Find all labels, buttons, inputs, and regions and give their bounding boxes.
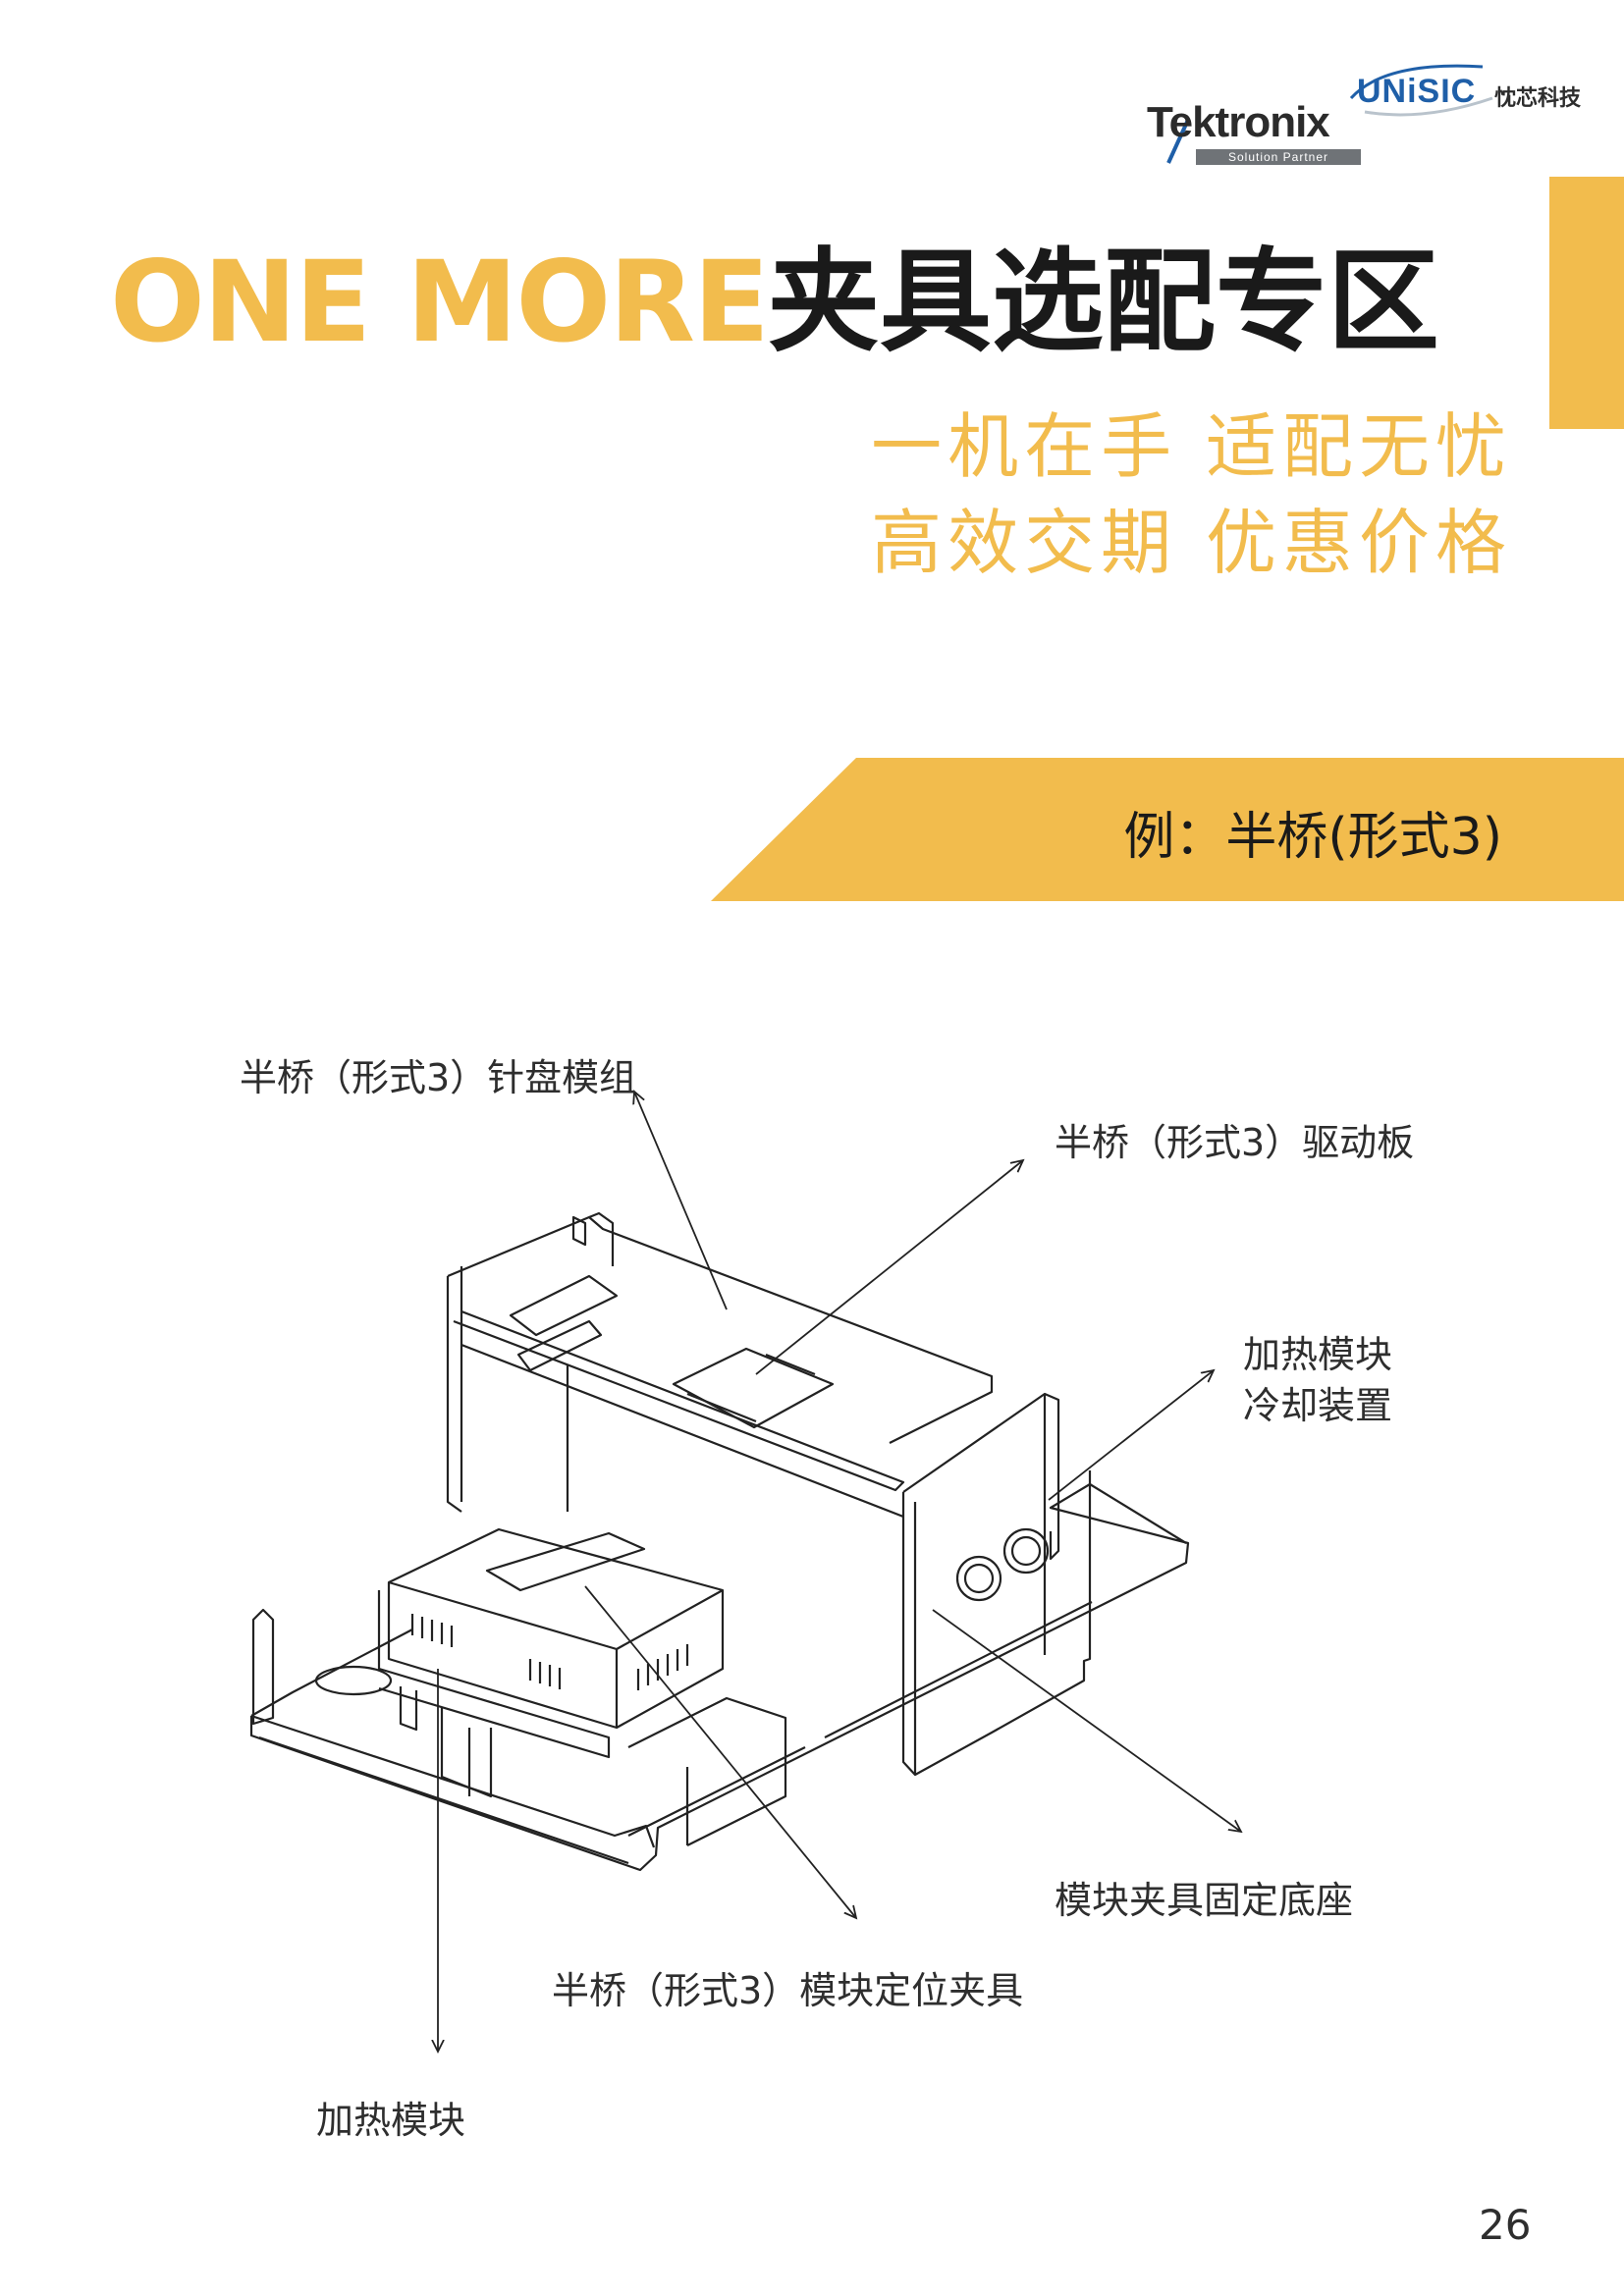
unisic-chinese-name: 忱芯科技 bbox=[1494, 86, 1582, 111]
page-title: ONE MORE夹具选配专区 bbox=[110, 234, 1439, 371]
tektronix-logo: Tektronix Solution Partner bbox=[1147, 98, 1402, 172]
unisic-logo: UNiSIC 忱芯科技 bbox=[1345, 59, 1600, 118]
banner-text: 例：半桥(形式3) bbox=[1123, 808, 1502, 867]
page-number: 26 bbox=[1479, 2201, 1532, 2249]
callout-heating-module-line1: 加热模块 bbox=[1243, 1333, 1393, 1376]
unisic-arc-icon bbox=[1349, 64, 1493, 117]
solution-partner-tag: Solution Partner bbox=[1196, 149, 1361, 165]
callout-cooling-device: 冷却装置 bbox=[1243, 1384, 1393, 1427]
slogan-line-1: 一机在手 适配无忧 bbox=[871, 405, 1512, 488]
slogan-line-2: 高效交期 优惠价格 bbox=[871, 502, 1512, 584]
fixture-line-art bbox=[249, 1211, 1190, 1872]
title-chinese: 夹具选配专区 bbox=[767, 237, 1439, 367]
callout-arrows bbox=[438, 1092, 1241, 2052]
callout-fixture-base: 模块夹具固定底座 bbox=[1055, 1879, 1354, 1922]
unisic-wordmark: UNiSIC bbox=[1357, 73, 1477, 110]
callout-needle-plate-module: 半桥（形式3）针盘模组 bbox=[240, 1056, 637, 1099]
tektronix-wordmark: Tektronix bbox=[1147, 98, 1330, 146]
callout-drive-board: 半桥（形式3）驱动板 bbox=[1055, 1121, 1415, 1164]
tektronix-swoosh-icon bbox=[1166, 119, 1190, 164]
callout-positioning-fixture: 半桥（形式3）模块定位夹具 bbox=[552, 1969, 1024, 2012]
callout-heating-module: 加热模块 bbox=[316, 2099, 466, 2142]
example-banner: 例：半桥(形式3) bbox=[711, 758, 1624, 901]
title-english: ONE MORE bbox=[110, 237, 770, 367]
side-accent-tab bbox=[1549, 177, 1624, 429]
banner-parallelogram bbox=[711, 758, 1624, 901]
